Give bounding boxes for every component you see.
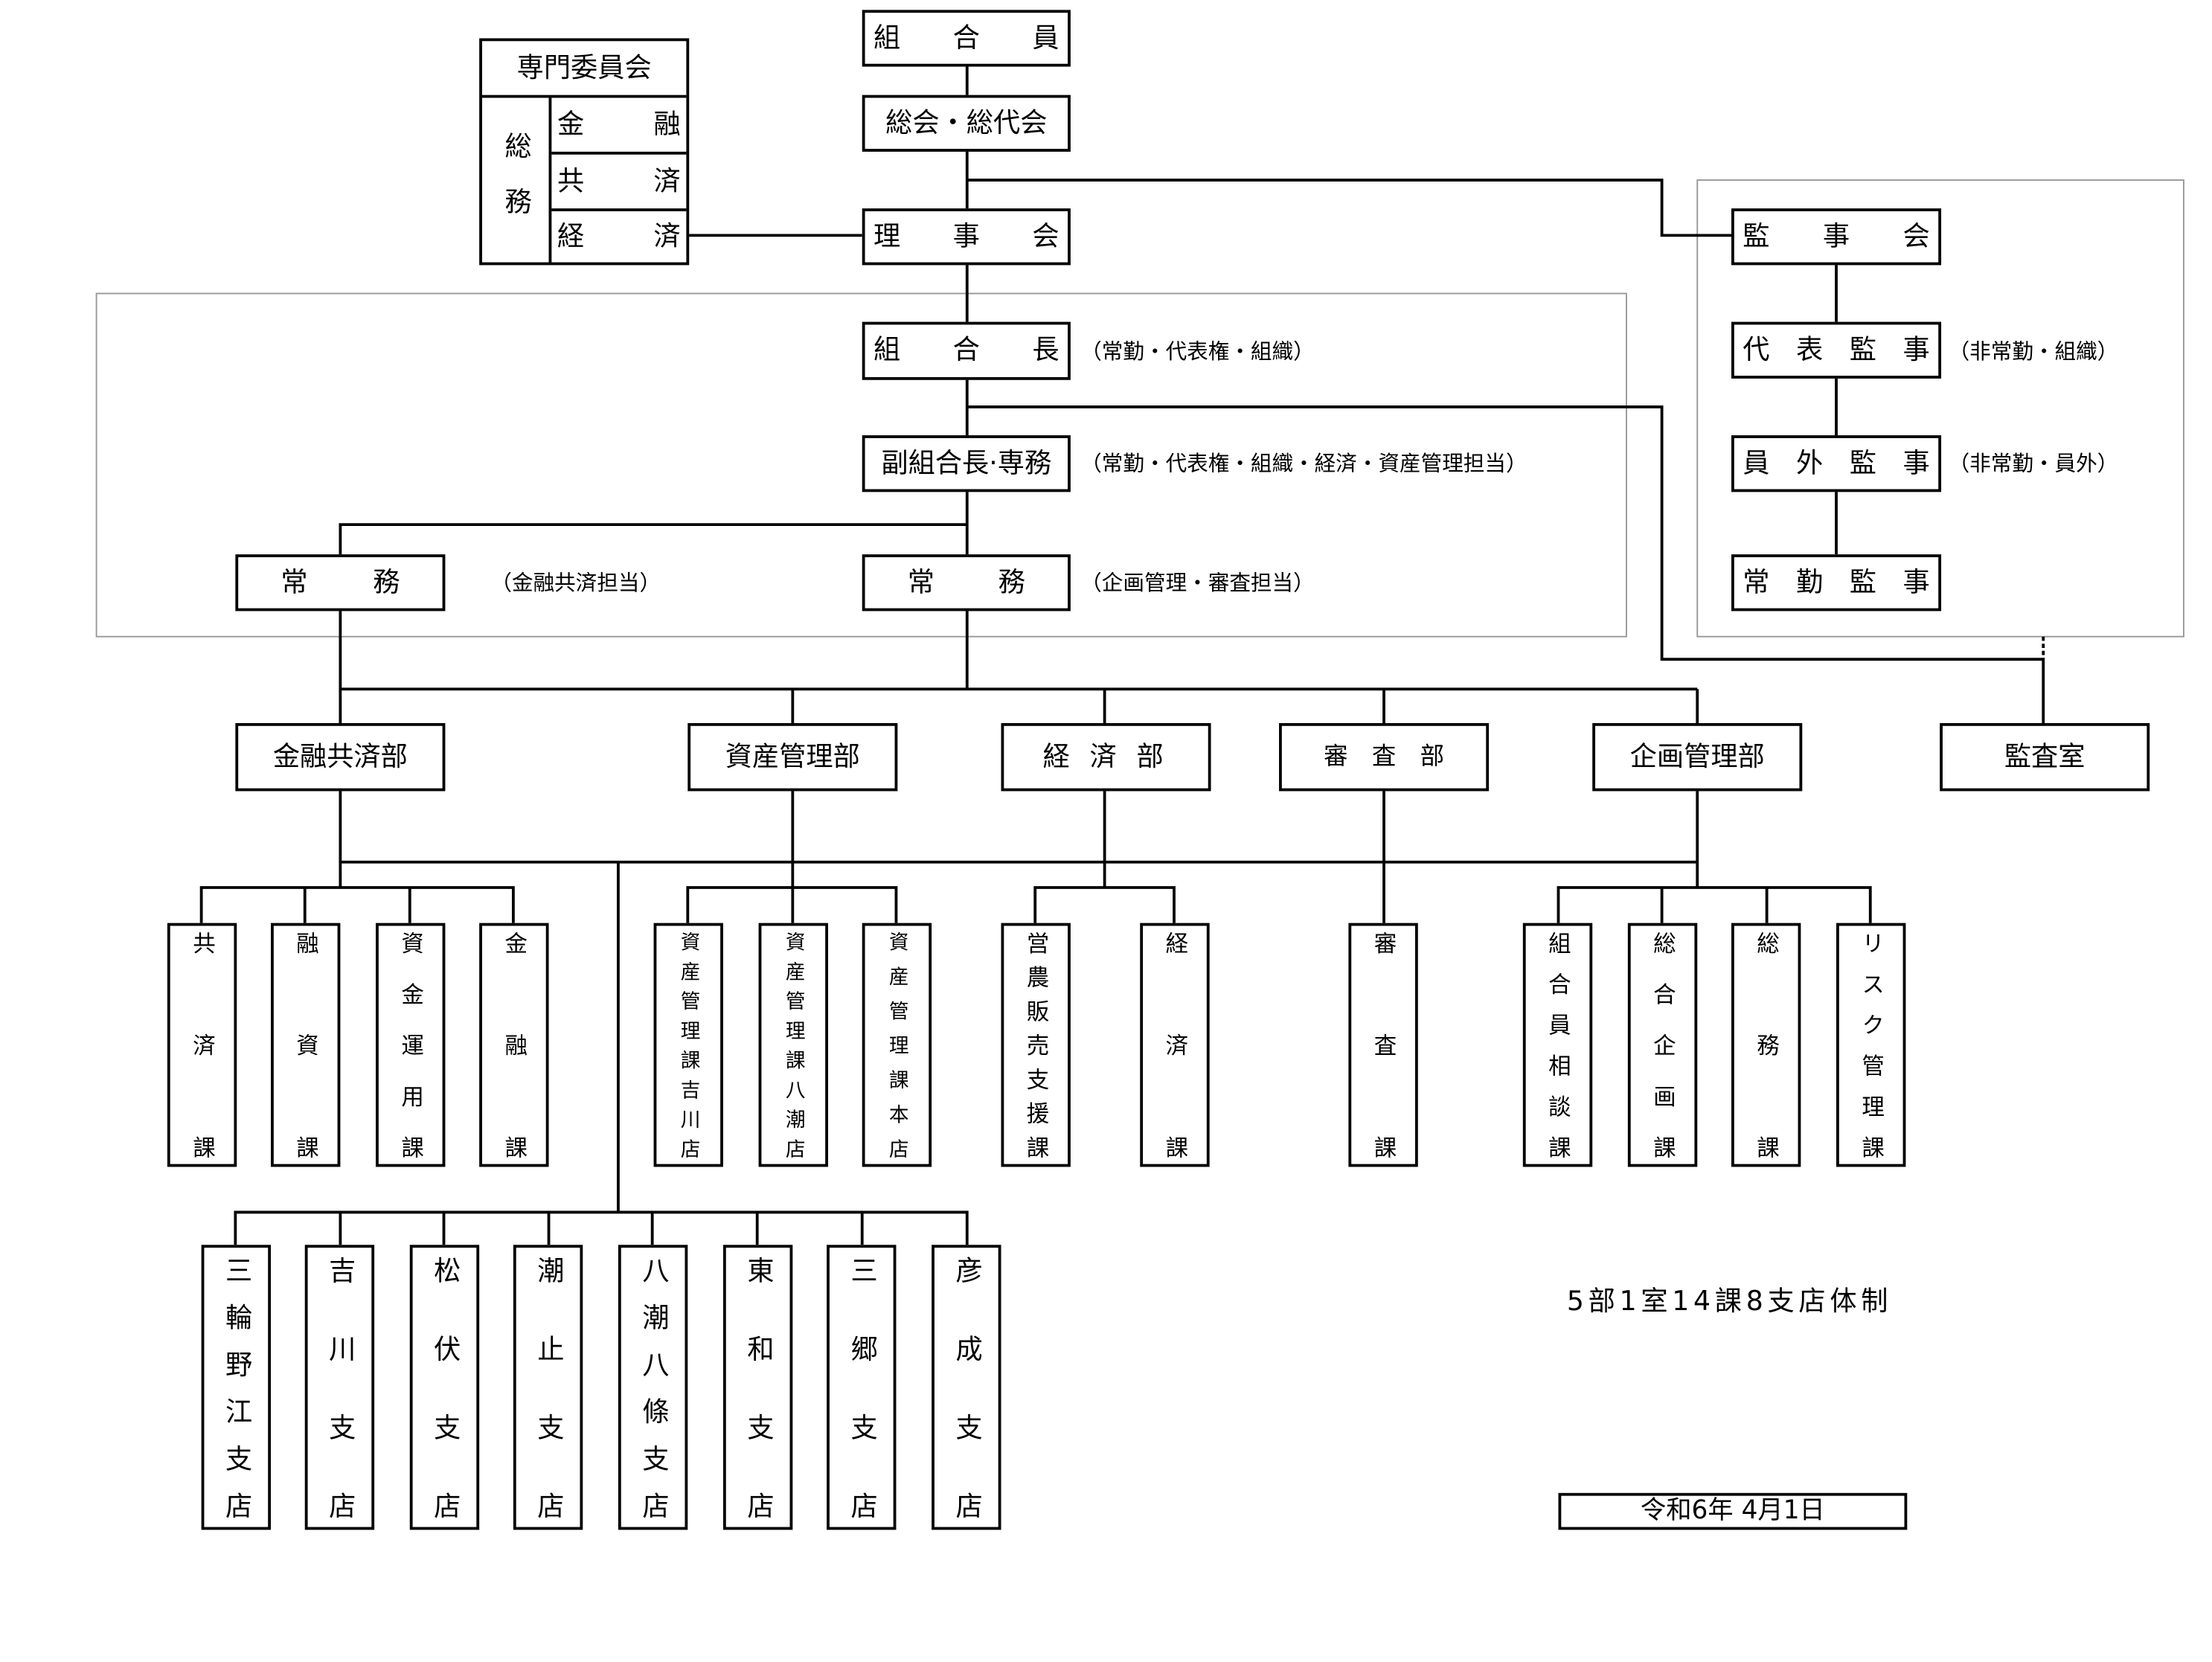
section-loans: 融資課 — [271, 923, 341, 1167]
section-farming-sales-support: 営農販売支援課 — [1001, 923, 1071, 1167]
department-planning: 企画管理部 — [1592, 722, 1803, 792]
managing-director-finance-note: （金融共済担当） — [490, 570, 661, 596]
auditor-group-frame — [1696, 179, 2184, 638]
branch-misato: 三郷支店 — [827, 1245, 897, 1530]
branch-matsubushi: 松伏支店 — [409, 1245, 480, 1530]
section-member-consultation: 組合員相談課 — [1522, 923, 1593, 1167]
branch-shiodome: 潮止支店 — [513, 1245, 583, 1530]
vice-president-note: （常勤・代表権・組織・経済・資産管理担当） — [1080, 451, 1527, 477]
committee-item-economy: 経 済 — [557, 221, 681, 253]
managing-director-finance-box: 常 務 — [235, 554, 446, 612]
branch-towa: 東和支店 — [722, 1245, 793, 1530]
branch-minowanoe: 三輪野江支店 — [201, 1245, 272, 1530]
section-finance: 金融課 — [479, 923, 549, 1167]
section-asset-yashio: 資産管理課八潮店 — [758, 923, 828, 1167]
committee-table: 専門委員会 総務 金 融 共 済 経 済 — [479, 38, 690, 266]
branch-hikonari: 彦成支店 — [932, 1245, 1001, 1530]
general-assembly-box: 総会・総代会 — [862, 94, 1071, 152]
section-general-planning: 総合企画課 — [1627, 923, 1698, 1167]
managing-director-planning-note: （企画管理・審査担当） — [1080, 570, 1315, 596]
branch-yoshikawa: 吉川支店 — [304, 1245, 375, 1530]
managing-director-planning-box: 常 務 — [862, 554, 1071, 612]
full-time-auditor-box: 常勤監事 — [1731, 554, 1942, 612]
audit-office: 監査室 — [1940, 722, 2150, 792]
department-finance-mutual-aid: 金融共済部 — [235, 722, 446, 792]
section-mutual-aid: 共済課 — [167, 923, 237, 1167]
vice-president-box: 副組合長·専務 — [862, 435, 1071, 492]
section-general-affairs: 総務課 — [1731, 923, 1801, 1167]
section-fund-management: 資金運用課 — [376, 923, 446, 1167]
effective-date: 令和6年 4月1日 — [1558, 1492, 1908, 1530]
representative-auditor-note: （非常勤・組織） — [1948, 339, 2119, 365]
president-box: 組 合 長 — [862, 321, 1071, 380]
outside-auditor-note: （非常勤・員外） — [1948, 451, 2119, 477]
section-examination: 審査課 — [1348, 923, 1418, 1167]
department-economy: 経 済 部 — [1001, 722, 1211, 792]
outside-auditor-box: 員外監事 — [1731, 435, 1942, 492]
committee-title: 専門委員会 — [481, 41, 687, 98]
section-risk-management: リスク管理課 — [1836, 923, 1906, 1167]
department-asset-management: 資産管理部 — [687, 722, 898, 792]
representative-auditor-box: 代表監事 — [1731, 321, 1942, 379]
committee-group: 総務 — [482, 97, 552, 263]
section-economy: 経済課 — [1140, 923, 1210, 1167]
connector-line — [199, 65, 2045, 1245]
organization-summary: 5部1室14課8支店体制 — [1566, 1286, 1893, 1318]
section-asset-yoshikawa: 資産管理課吉川店 — [653, 923, 723, 1167]
audit-board-box: 監 事 会 — [1731, 208, 1942, 266]
board-of-directors-box: 理 事 会 — [862, 208, 1071, 266]
president-note: （常勤・代表権・組織） — [1080, 339, 1315, 365]
section-asset-head-office: 資産管理課本店 — [862, 923, 932, 1167]
department-examination: 審 査 部 — [1279, 722, 1490, 792]
committee-item-mutual-aid: 共 済 — [551, 155, 687, 211]
committee-item-finance: 金 融 — [551, 98, 687, 155]
branch-yashio-hachijo: 八潮八條支店 — [618, 1245, 688, 1530]
executive-group-frame — [95, 292, 1627, 638]
members-box: 組 合 員 — [862, 10, 1071, 67]
